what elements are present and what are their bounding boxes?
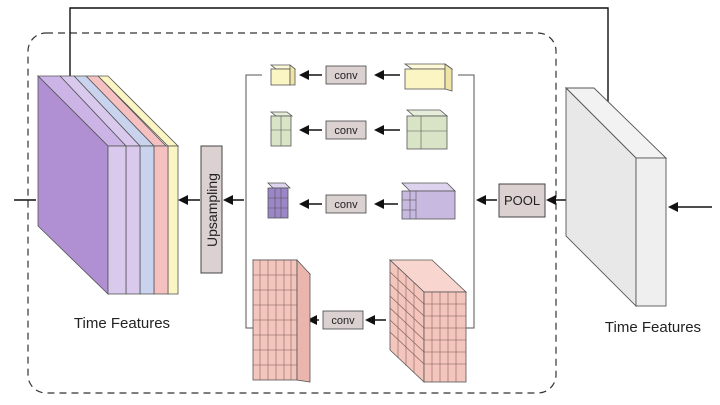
input-feature-block <box>564 86 668 308</box>
branch-2-conv-label: conv <box>334 125 358 137</box>
branch-3-input-cube <box>401 182 456 220</box>
branch-3-conv-label: conv <box>334 199 358 211</box>
stack-layer-pink <box>85 75 169 295</box>
branch-2-output-cube <box>269 111 294 147</box>
branch-2-conv-box <box>325 120 367 140</box>
branch-4-conv-label: conv <box>331 315 355 327</box>
branch-1-conv-label: conv <box>334 70 358 82</box>
pool-box: POOL <box>498 183 546 218</box>
branch-2: conv <box>269 109 449 150</box>
output-feature-stack <box>37 75 179 295</box>
branch-1-input-cube <box>403 63 454 92</box>
branch-4: conv <box>252 258 468 383</box>
input-features-label: Time Features <box>605 319 701 336</box>
branch-4-conv-box <box>322 310 364 330</box>
upsampling-box: Upsampling <box>200 145 223 274</box>
branch-4-output-grid <box>252 258 311 383</box>
branch-3: conv <box>267 182 456 220</box>
pool-label: POOL <box>504 193 540 208</box>
branch-1: conv <box>269 63 454 92</box>
branch-4-input-grid <box>388 259 468 383</box>
branch-1-output-cube <box>269 64 297 86</box>
branch-2-input-cube <box>405 109 449 150</box>
skip-connection-line <box>65 7 609 102</box>
branch-3-output-cube <box>267 182 291 219</box>
branch-3-conv-box <box>325 194 367 214</box>
upsampling-label: Upsampling <box>204 173 220 247</box>
stack-layer-purple <box>37 75 127 295</box>
branch-1-conv-box <box>325 65 367 85</box>
output-features-label: Time Features <box>74 315 170 332</box>
module-boundary <box>27 32 557 394</box>
